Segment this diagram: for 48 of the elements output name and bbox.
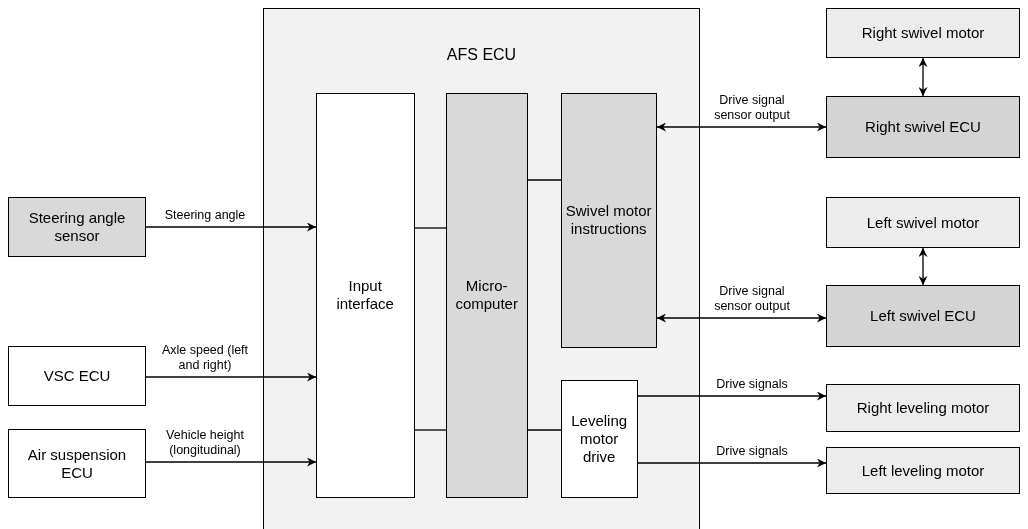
box-label: Leveling motor drive <box>570 411 629 466</box>
box-label: VSC ECU <box>42 367 112 385</box>
arrow <box>656 122 827 132</box>
process-box <box>8 429 146 498</box>
process-box <box>560 92 657 348</box>
edge-label: Axle speed (left and right) <box>160 343 250 373</box>
process-box <box>445 92 528 498</box>
edge-label: Drive signal sensor output <box>713 284 791 314</box>
edge-label: Steering angle <box>163 208 247 223</box>
arrow <box>918 57 928 97</box>
process-box <box>315 92 415 498</box>
connector-line <box>414 227 447 229</box>
process-box <box>826 8 1020 58</box>
edge-label: Drive signals <box>715 444 789 459</box>
box-label: Air suspension ECU <box>26 445 128 482</box>
process-box <box>826 96 1020 158</box>
edge-label: Drive signals <box>715 377 789 392</box>
process-box <box>826 384 1020 432</box>
connector-line <box>414 429 447 431</box>
edge-label: Vehicle height (longitudinal) <box>165 428 245 458</box>
box-label: AFS ECU <box>445 45 518 65</box>
edge-label: Drive signal sensor output <box>713 93 791 123</box>
box-label: Steering angle sensor <box>27 209 127 245</box>
process-box <box>826 285 1020 347</box>
arrow <box>637 458 827 468</box>
box-label: Right leveling motor <box>855 399 991 417</box>
process-box <box>8 197 146 257</box>
arrow <box>145 372 317 382</box>
box-label: Left swivel ECU <box>869 307 977 325</box>
box-label: Input interface <box>335 277 395 314</box>
arrow <box>145 222 317 232</box>
box-label: Right swivel motor <box>860 24 986 42</box>
connector-line <box>527 179 562 181</box>
arrow <box>145 457 317 467</box>
process-box <box>560 379 638 498</box>
box-label: Left leveling motor <box>860 461 986 480</box>
connector-line <box>527 429 562 431</box>
arrow <box>656 313 827 323</box>
box-label: Swivel motor instructions <box>564 202 653 239</box>
box-label: Left swivel motor <box>865 213 981 232</box>
box-label: Right swivel ECU <box>864 118 982 136</box>
arrow <box>637 391 827 401</box>
box-label: Micro-computer <box>454 277 519 314</box>
arrow <box>918 247 928 286</box>
process-box <box>826 197 1020 248</box>
process-box <box>8 346 146 406</box>
process-box <box>826 447 1020 494</box>
ecu-container <box>263 8 700 529</box>
